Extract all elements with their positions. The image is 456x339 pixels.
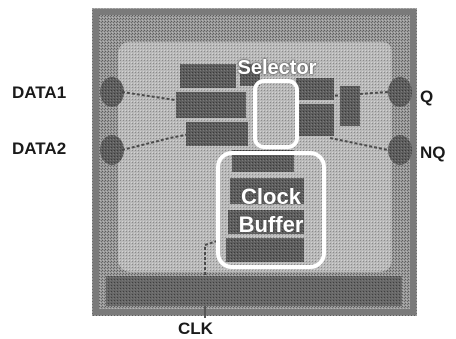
pin-label-q: Q (420, 88, 433, 105)
pin-label-nq: NQ (420, 144, 446, 161)
pin-label-clk: CLK (178, 320, 213, 337)
pin-label-data1: DATA1 (12, 84, 66, 101)
pin-label-data2: DATA2 (12, 140, 66, 157)
selector-label: Selector (222, 58, 332, 78)
clock-buffer-label-line1: Clock (218, 186, 324, 208)
clock-buffer-label-line2: Buffer (218, 214, 324, 236)
bottom-pad-row (106, 276, 402, 306)
